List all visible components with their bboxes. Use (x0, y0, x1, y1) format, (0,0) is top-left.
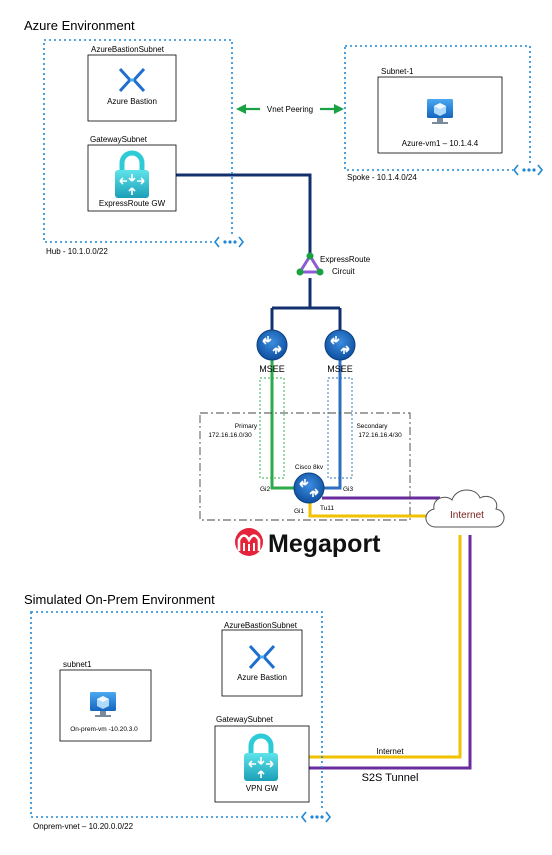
hub-vnet-label: Hub - 10.1.0.0/22 (46, 247, 108, 256)
spoke-vnet-label: Spoke - 10.1.4.0/24 (347, 173, 417, 182)
vnet-peering-arrow (236, 102, 344, 115)
gi2-label: Gi2 (260, 486, 271, 493)
secondary-subnet-label: 172.16.16.4/30 (358, 432, 402, 439)
azure-environment-title: Azure Environment (24, 18, 135, 33)
onprem-gateway-subnet-label: GatewaySubnet (216, 715, 274, 724)
internet-line-top (308, 500, 428, 518)
gi1-label: Gi1 (294, 508, 305, 515)
primary-label: Primary (235, 423, 258, 430)
secondary-vlan-box (327, 377, 353, 479)
azure-bastion-subnet-box (87, 54, 177, 122)
onprem-subnet1-box (59, 669, 152, 742)
primary-vlan-box (259, 377, 285, 479)
azure-bastion-subnet-label: AzureBastionSubnet (91, 45, 165, 54)
msee-right-router-icon (324, 329, 356, 361)
azure-bastion-label: Azure Bastion (107, 97, 157, 106)
cisco-8kv-router-icon (293, 472, 325, 504)
onprem-subnet1-label: subnet1 (63, 660, 92, 669)
megaport-boundary (199, 412, 411, 521)
expressroute-circuit-label-2: Circuit (332, 267, 355, 276)
megaport-logo-text: Megaport (268, 530, 381, 558)
onprem-bastion-subnet-box (221, 629, 303, 697)
primary-subnet-label: 172.16.16.0/30 (208, 432, 252, 439)
circuit-to-msee-lines (270, 278, 342, 330)
onprem-environment-title: Simulated On-Prem Environment (24, 592, 215, 607)
msee-left-router-icon (256, 329, 288, 361)
s2s-tunnel-label: S2S Tunnel (362, 772, 419, 784)
gi3-label: Gi3 (343, 486, 354, 493)
hub-vnet-icon (214, 235, 244, 249)
internet-label: Internet (450, 510, 484, 521)
vpn-gw-label: VPN GW (246, 784, 279, 793)
onprem-vm-label: On-prem-vm -10.20.3.0 (70, 726, 138, 733)
spoke-vnet-icon (513, 163, 543, 177)
expressroute-circuit-icon (296, 252, 324, 276)
internet-line-onprem (290, 535, 462, 759)
megaport-logo (235, 528, 263, 556)
subnet-1-label: Subnet-1 (381, 67, 414, 76)
onprem-vnet-label: Onprem-vnet – 10.20.0.0/22 (33, 822, 134, 831)
onprem-vnet-icon (301, 810, 331, 824)
azure-vm-label: Azure-vm1 – 10.1.4.4 (402, 139, 479, 148)
spoke-vnet-boundary (344, 45, 531, 171)
gateway-subnet-label: GatewaySubnet (90, 135, 148, 144)
secondary-link-line (322, 360, 342, 490)
internet-cloud-icon (425, 489, 505, 528)
msee-right-label: MSEE (327, 364, 353, 374)
onprem-vnet-boundary (30, 611, 323, 818)
expressroute-gw-label: ExpressRoute GW (99, 199, 166, 208)
s2s-tunnel-line-onprem (290, 535, 472, 770)
cisco-8kv-label: Cisco 8kv (295, 464, 324, 471)
expressroute-circuit-label-1: ExpressRoute (320, 255, 371, 264)
msee-left-label: MSEE (259, 364, 285, 374)
secondary-label: Secondary (356, 423, 388, 430)
internet-line-label: Internet (376, 747, 404, 756)
onprem-bastion-subnet-label: AzureBastionSubnet (224, 621, 298, 630)
onprem-azure-bastion-label: Azure Bastion (237, 673, 287, 682)
vnet-peering-label: Vnet Peering (267, 105, 313, 114)
tu11-label: Tu11 (320, 505, 334, 512)
primary-link-line (270, 360, 295, 490)
er-gw-to-circuit-line (152, 173, 312, 258)
